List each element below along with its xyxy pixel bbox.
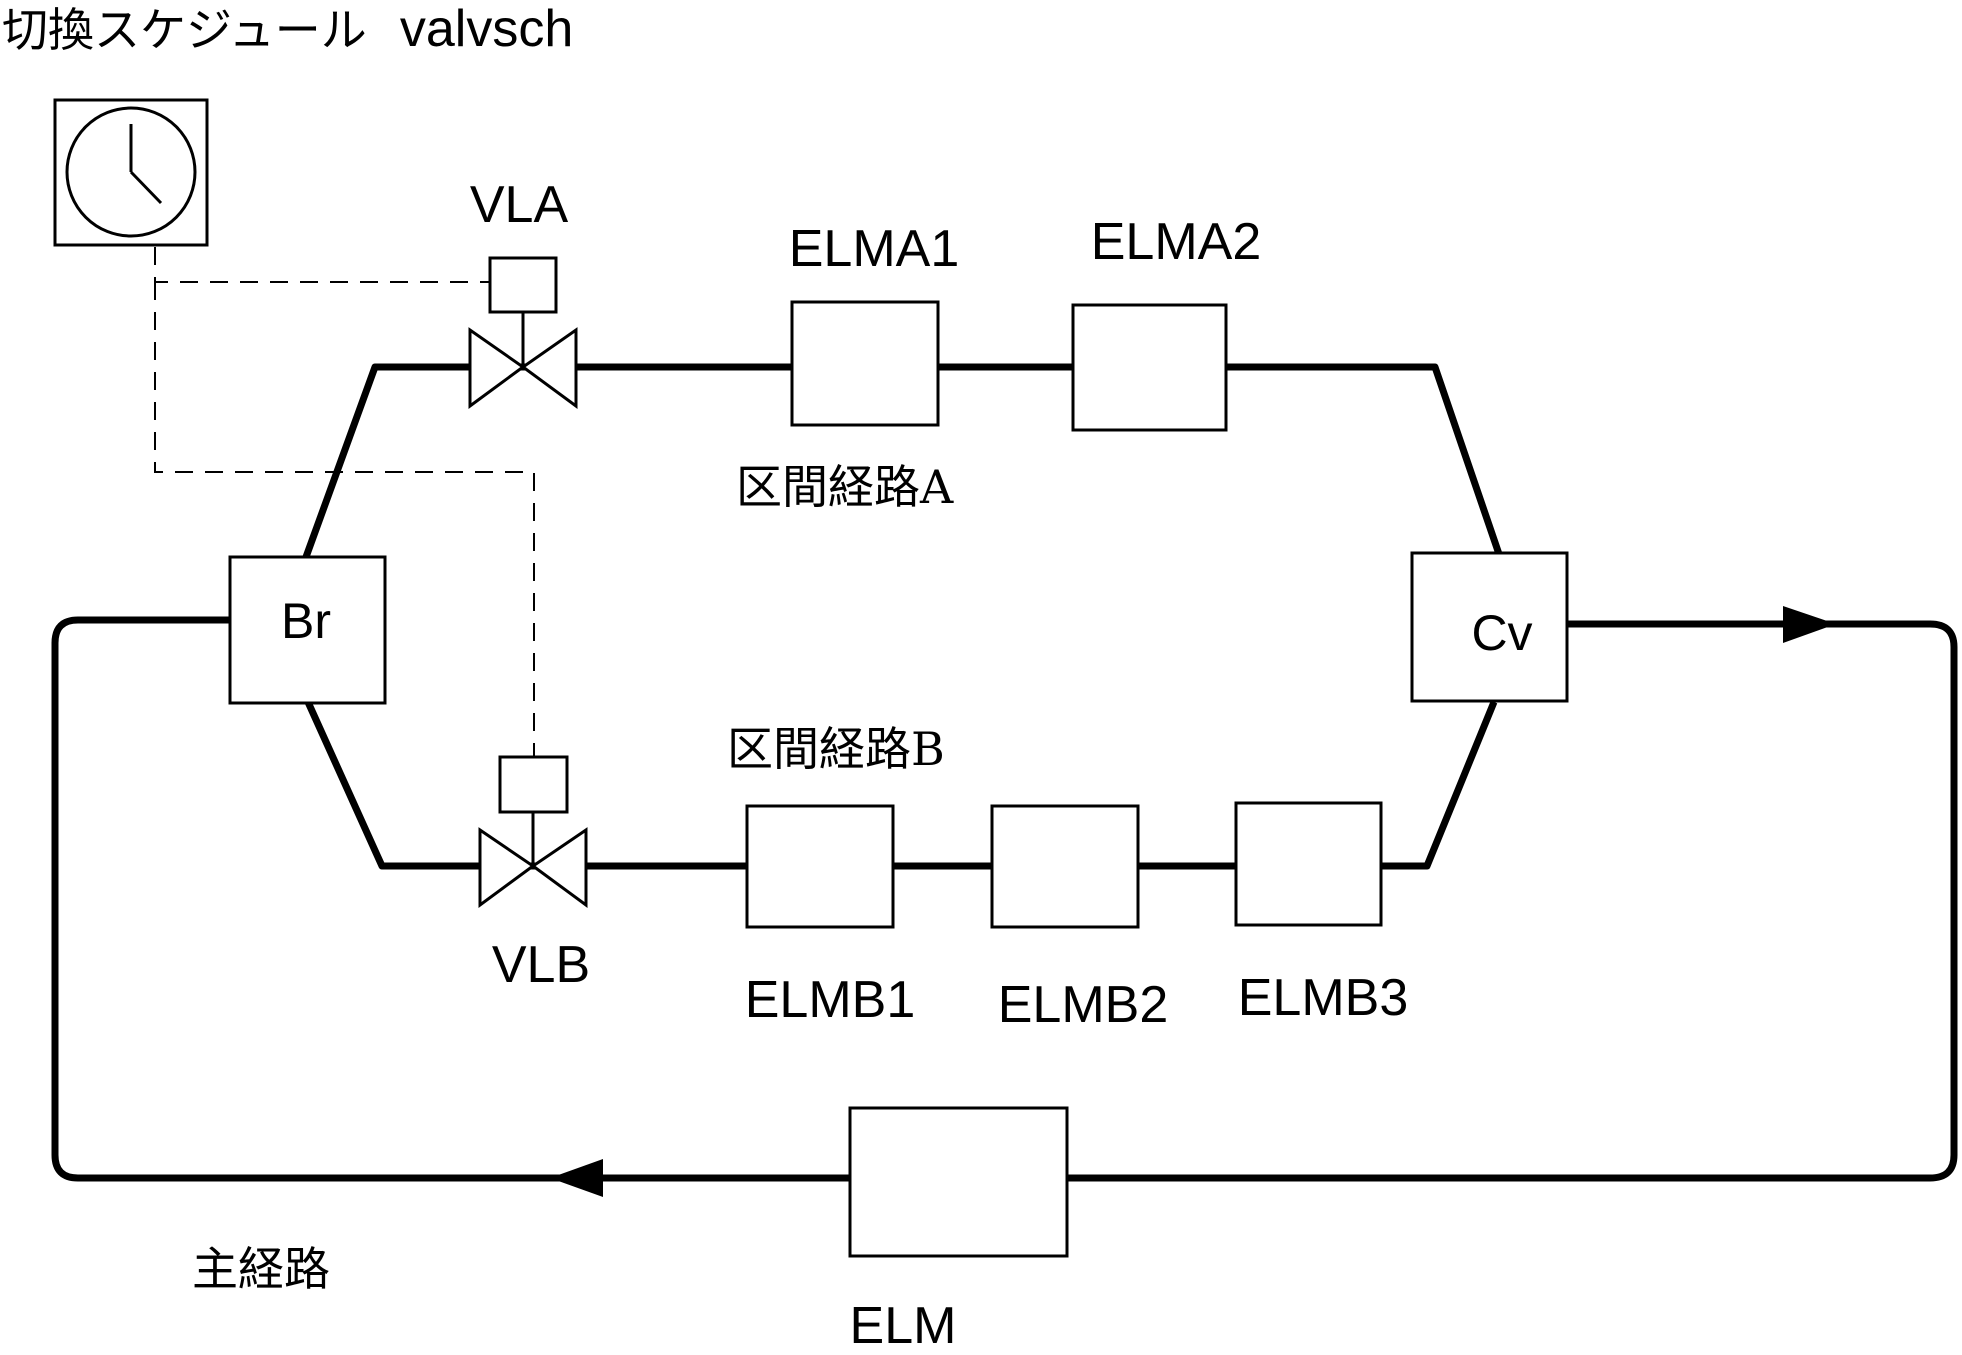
arrow-icon (550, 1159, 603, 1197)
element-label-elma1: ELMA1 (789, 220, 960, 278)
schedule-title-jp: 切換スケジュール (2, 3, 367, 57)
main-route-label: 主経路 (192, 1242, 330, 1296)
converge-label: Cv (1471, 605, 1532, 661)
valve-b-label: VLB (492, 936, 590, 994)
valve-a-label: VLA (470, 176, 569, 234)
control-signal-lines (154, 247, 535, 757)
solenoid-valve-icon (468, 256, 578, 409)
element-box-elma1 (790, 300, 940, 427)
branch-label: Br (281, 593, 331, 649)
element-label-elmb2: ELMB2 (998, 976, 1169, 1034)
element-label-elmb1: ELMB1 (745, 971, 916, 1029)
solenoid-valve-icon (478, 755, 588, 908)
schedule-title-en: valvsch (400, 0, 573, 58)
element-label-elma2: ELMA2 (1091, 213, 1262, 271)
branch-node: Br (228, 555, 387, 705)
converge-node: Cv (1410, 551, 1569, 703)
schedule-title: 切換スケジュール valvsch (2, 0, 573, 58)
section-path-b (304, 700, 1498, 870)
arrow-icon (1783, 606, 1836, 643)
element-label-elm: ELM (850, 1297, 957, 1355)
element-box-elmb1 (745, 804, 895, 929)
element-box-elmb2 (990, 804, 1140, 929)
element-box-elm (848, 1106, 1069, 1258)
section-b-label: 区間経路B (727, 722, 945, 776)
element-label-elmb3: ELMB3 (1238, 969, 1409, 1027)
element-box-elmb3 (1234, 801, 1383, 927)
clock-icon (53, 98, 209, 247)
section-a-label: 区間経路A (736, 460, 954, 514)
element-box-elma2 (1071, 303, 1228, 432)
